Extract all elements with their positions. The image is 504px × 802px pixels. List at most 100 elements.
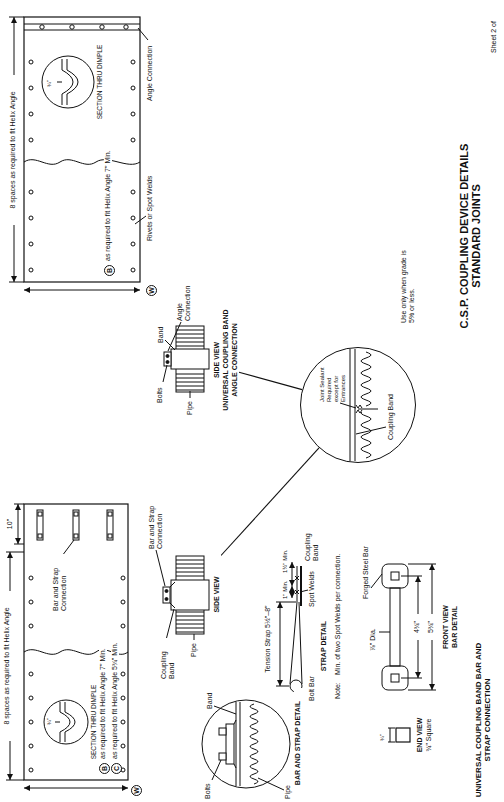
callout-letter: W [131,785,142,796]
drawing-label: Use only when grade is 5% or less. [400,238,416,324]
drawing-rect [219,753,226,760]
drawing-label: FRONT VIEW [442,582,450,672]
drawing-circle [40,25,44,29]
drawing-line [24,290,140,291]
view-group: SIDE VIEW [150,547,221,642]
drawing-line [170,582,175,587]
drawing-line [170,603,175,608]
drawing-g [6,17,436,790]
drawing-stroke [108,512,112,516]
drawing-label: UNIVERSAL COUPLING BAND BAR AND STRAP CO… [474,640,492,800]
drawing-stroke [29,112,33,116]
drawing-label: 1" Min. [282,580,289,600]
drawing-label: END VIEW [416,702,424,768]
drawing-stroke [131,138,135,142]
callout-letter: B [99,763,110,774]
drawing-label: Sheet 2 of [490,20,498,54]
drawing-rect [164,352,171,366]
drawing-stroke [176,572,204,573]
drawing-g [361,352,371,458]
view-caption: SIDE VIEW [213,300,221,420]
drawing-rect [171,349,209,369]
callout-text: B [100,764,109,773]
drawing-line [166,609,174,640]
drawing-stroke [29,138,33,142]
detail-note: Coupling Band [387,394,395,440]
drawing-rect [24,504,128,780]
drawing-label: as required to fit Helix Angle 7" Min. [99,647,107,760]
drawing-stroke [176,346,204,347]
drawing-stroke [176,390,204,391]
drawing-line [371,574,382,588]
drawing-label: Spot Welds [308,570,316,608]
drawing-stroke [121,600,125,604]
drawing-stroke [121,744,125,748]
drawing-label: 5¾" [427,614,435,640]
drawing-label: BAR AND STRAP DETAIL [294,688,302,798]
detail-note: Joint Sealant Required except for Entran… [319,364,347,402]
drawing-line [408,690,436,691]
drawing-stroke [250,704,258,784]
drawing-label: Bar and Strap Connection [52,554,68,612]
drawing-label: Band [206,692,214,710]
drawing-line [280,602,281,686]
drawing-line [14,544,24,545]
drawing-stroke [176,378,204,379]
drawing-line [135,216,146,224]
drawing-line [214,706,236,714]
drawing-path [24,160,140,165]
drawing-line [240,702,241,786]
drawing-rect [390,588,400,666]
drawing-label: as required to fit Helix Angle 5¾" Min. [111,642,119,761]
drawing-stroke [29,242,33,246]
drawing-line [276,602,296,603]
drawing-label: Min. of two Spot Welds per connection. [334,553,342,676]
drawing-stroke [29,268,33,272]
drawing-stroke [74,534,78,538]
drawing-label: Pipe [190,642,198,658]
drawing-line [168,322,181,351]
drawing-stroke [29,190,33,194]
drawing-circle [166,361,169,364]
drawing-label: 4¾" [413,614,421,640]
drawing-label: 1½" Min. [282,549,289,574]
drawing-line [390,728,391,742]
drawing-rect [396,728,410,742]
view-caption: SIDE VIEW [213,547,221,642]
drawing-circle [202,700,290,788]
drawing-line [276,686,289,687]
drawing-stroke [121,696,125,700]
drawing-line [234,720,236,724]
drawing-stroke [176,624,204,625]
drawing-label: ¾" Square [425,702,433,768]
drawing-label: Angle Connection [146,45,154,102]
drawing-stroke [29,768,33,772]
drawing-rect [163,587,170,603]
drawing-rect [219,728,226,735]
drawing-path [356,405,362,413]
drawing-circle [166,355,169,358]
drawing-stroke [29,86,33,90]
drawing-line [379,632,390,633]
drawing-stroke [361,352,371,406]
drawing-line [356,427,386,434]
sheet-title: C.S.P. COUPLING DEVICE DETAILS STANDARD … [458,140,482,332]
callout-letter: B [104,265,115,276]
callout-text: W [147,286,156,295]
drawing-label: Angle Connection [176,278,192,322]
drawing-stroke [29,576,33,580]
drawing-path [290,602,302,684]
drawing-stroke [176,334,204,335]
drawing-path [297,566,298,602]
drawing-stroke [176,560,204,561]
drawing-stroke [38,534,42,538]
drawing-stroke [176,632,204,633]
drawing-circle [165,590,168,593]
drawing-rect [171,580,209,610]
drawing-line [55,722,60,723]
drawing-stroke [176,338,204,339]
drawing-stroke [131,112,135,116]
drawing-stroke [131,60,135,64]
drawing-label: 8 spaces as required to fit Helix Angle [3,591,11,741]
